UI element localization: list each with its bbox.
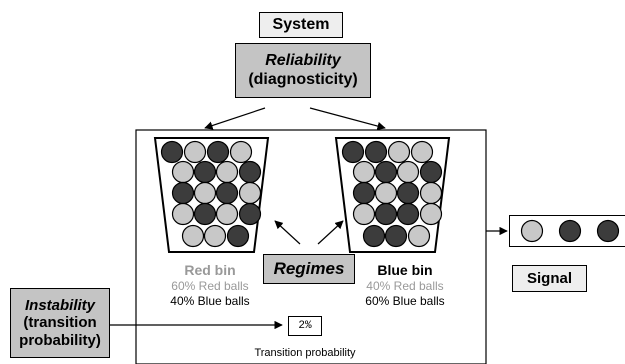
regimes-box: Regimes bbox=[263, 254, 355, 284]
transition-value-box: 2% bbox=[288, 316, 322, 336]
red-bin-ball bbox=[229, 140, 253, 164]
signal-container bbox=[509, 215, 625, 247]
blue-bin-ball bbox=[384, 224, 408, 248]
red-bin-ball bbox=[206, 140, 230, 164]
blue-bin-balls bbox=[341, 140, 443, 248]
blue-bin-ball bbox=[374, 181, 398, 205]
red-bin-ball bbox=[183, 140, 207, 164]
red-bin-ball bbox=[238, 160, 262, 184]
signal-box: Signal bbox=[512, 265, 587, 292]
red-bin-ball bbox=[193, 160, 217, 184]
instability-box: Instability (transition probability) bbox=[10, 288, 110, 358]
blue-bin-ball bbox=[396, 202, 420, 226]
blue-bin-line2: 60% Blue balls bbox=[365, 294, 445, 308]
red-bin-ball bbox=[160, 140, 184, 164]
red-bin-ball bbox=[193, 181, 217, 205]
blue-bin-ball bbox=[419, 160, 443, 184]
blue-bin-ball bbox=[352, 181, 376, 205]
red-bin-ball bbox=[238, 181, 262, 205]
red-bin-ball bbox=[226, 224, 250, 248]
red-bin-ball bbox=[238, 202, 262, 226]
blue-bin-ball bbox=[396, 160, 420, 184]
signal-label: Signal bbox=[526, 269, 572, 287]
red-bin-line1: 60% Red balls bbox=[171, 279, 249, 293]
red-bin-balls bbox=[160, 140, 262, 248]
transition-label: Transition probability bbox=[254, 347, 356, 359]
red-bin-line2: 40% Blue balls bbox=[170, 294, 250, 308]
blue-bin-ball bbox=[419, 202, 443, 226]
instability-line2: probability) bbox=[19, 331, 101, 349]
blue-bin-ball bbox=[396, 181, 420, 205]
blue-bin-ball bbox=[364, 140, 388, 164]
arrow-to-blue-bin bbox=[309, 107, 386, 131]
reliability-subtitle: (diagnosticity) bbox=[248, 70, 358, 88]
red-bin-title: Red bin bbox=[184, 262, 236, 278]
reliability-box: Reliability (diagnosticity) bbox=[235, 43, 371, 98]
red-bin-ball bbox=[181, 224, 205, 248]
blue-bin-ball bbox=[387, 140, 411, 164]
blue-bin-ball bbox=[352, 202, 376, 226]
arrow-regimes-to-red bbox=[274, 220, 301, 245]
blue-bin-ball bbox=[352, 160, 376, 184]
blue-bin-ball bbox=[374, 202, 398, 226]
blue-bin-ball bbox=[374, 160, 398, 184]
signal-balls bbox=[520, 219, 620, 243]
arrow-to-red-bin bbox=[204, 107, 266, 130]
red-bin-ball bbox=[203, 224, 227, 248]
system-label: System bbox=[259, 12, 343, 38]
reliability-title: Reliability bbox=[265, 52, 341, 70]
red-bin-ball bbox=[215, 202, 239, 226]
arrow-regimes-to-blue bbox=[317, 220, 344, 245]
blue-bin-ball bbox=[341, 140, 365, 164]
red-bin-ball bbox=[171, 202, 195, 226]
red-bin-ball bbox=[171, 160, 195, 184]
blue-bin-title: Blue bin bbox=[377, 262, 433, 278]
blue-bin-ball bbox=[419, 181, 443, 205]
system-frame bbox=[135, 129, 487, 364]
blue-bin-ball bbox=[362, 224, 386, 248]
instability-title: Instability bbox=[24, 297, 95, 315]
blue-bin-ball bbox=[407, 224, 431, 248]
signal-ball bbox=[558, 219, 582, 243]
red-bin-ball bbox=[193, 202, 217, 226]
red-bin-ball bbox=[215, 181, 239, 205]
signal-ball bbox=[596, 219, 620, 243]
system-label-text: System bbox=[272, 15, 330, 33]
instability-line1: (transition bbox=[23, 314, 97, 332]
signal-ball bbox=[520, 219, 544, 243]
transition-value: 2% bbox=[298, 320, 312, 332]
blue-bin-line1: 40% Red balls bbox=[366, 279, 444, 293]
blue-bin-ball bbox=[410, 140, 434, 164]
regimes-label: Regimes bbox=[273, 259, 345, 279]
red-bin-ball bbox=[215, 160, 239, 184]
red-bin-ball bbox=[171, 181, 195, 205]
